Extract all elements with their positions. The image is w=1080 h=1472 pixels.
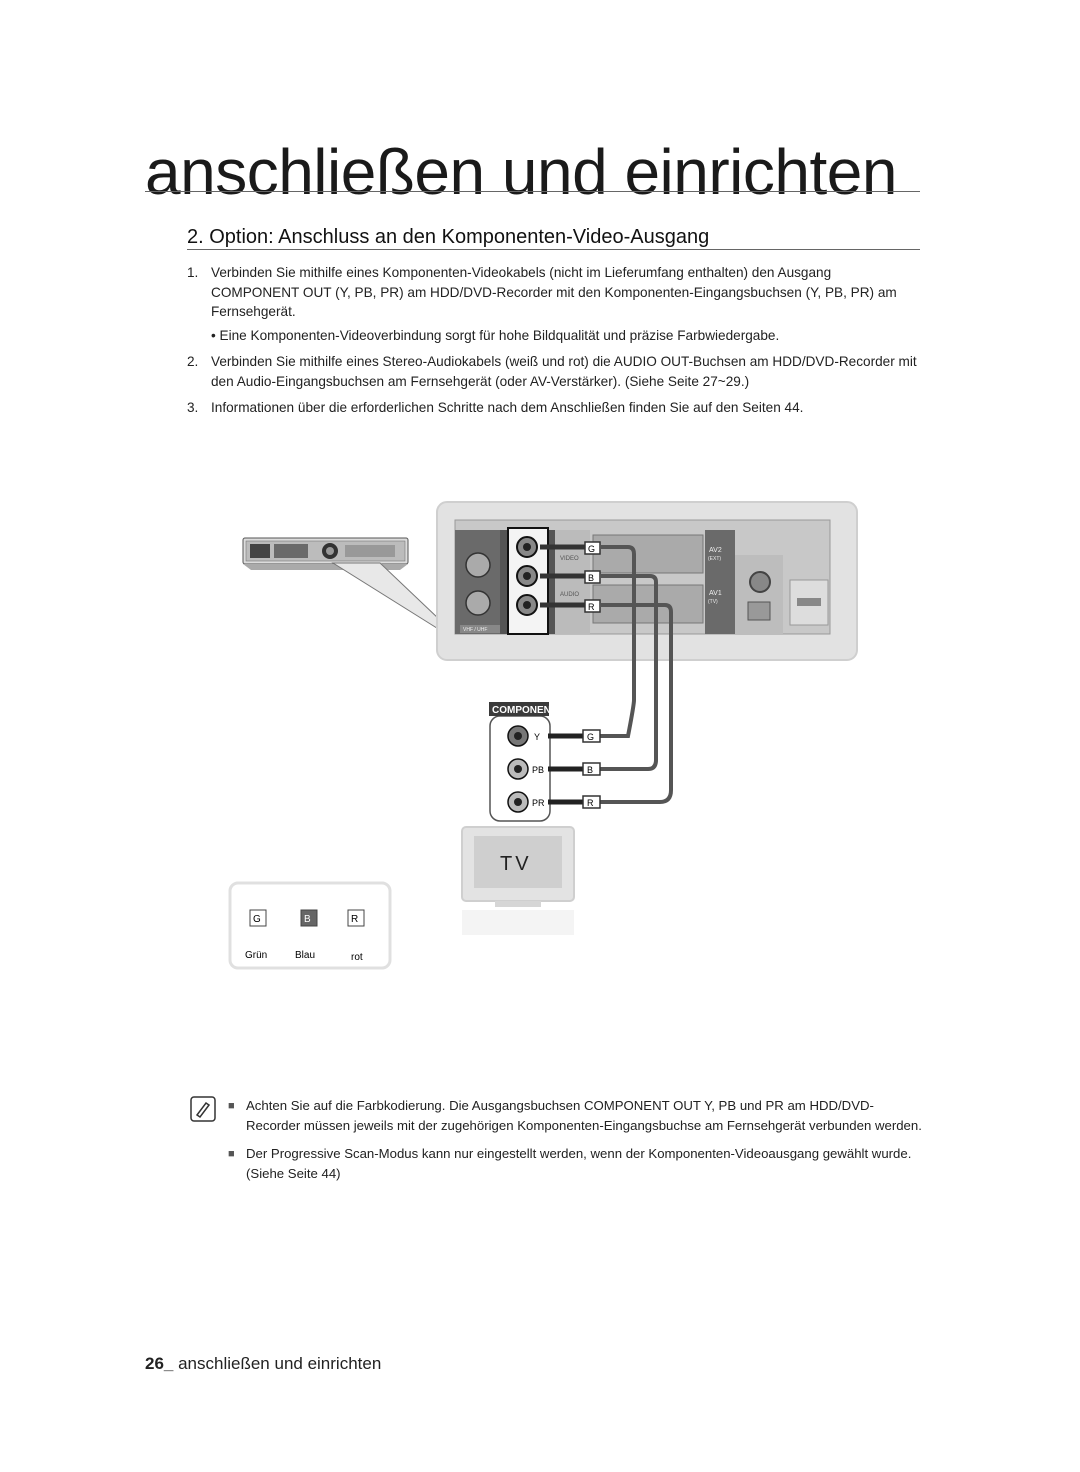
plug-g-upper: G <box>588 544 595 554</box>
plug-g-lower: G <box>587 732 594 742</box>
plug-r-upper: R <box>588 602 595 612</box>
recorder-plugs: G B R <box>540 541 601 613</box>
panel-av1-sub: (TV) <box>708 599 718 605</box>
chapter-title: anschließen und einrichten <box>145 136 897 208</box>
plug-b-upper: B <box>588 573 594 583</box>
note-text: Der Progressive Scan-Modus kann nur eing… <box>246 1146 912 1181</box>
note-item: ■ Achten Sie auf die Farbkodierung. Die … <box>228 1098 922 1133</box>
tv-illustration: TV <box>461 826 575 935</box>
jack-y-label: Y <box>534 732 540 742</box>
legend-rot: rot <box>351 952 363 963</box>
rear-panel-closeup: VIDEO AUDIO AV2 (EXT) AV1 (TV) VHF / UHF <box>436 501 858 661</box>
legend-gruen: Grün <box>245 950 267 961</box>
step-text: Verbinden Sie mithilfe eines Komponenten… <box>211 265 897 319</box>
panel-av2-sub: (EXT) <box>708 556 721 562</box>
legend-r: R <box>351 914 358 925</box>
jack-pb-label: PB <box>532 765 544 775</box>
panel-av2-label: AV2 <box>709 547 722 554</box>
legend-blau: Blau <box>295 950 315 961</box>
step-number: 2. <box>187 354 199 369</box>
page-number: 26_ <box>145 1354 174 1373</box>
panel-vhf-label: VHF / UHF <box>463 627 487 633</box>
note-pencil-icon <box>190 1096 216 1122</box>
jack-pr-label: PR <box>532 798 545 808</box>
section-title: 2. Option: Anschluss an den Komponenten-… <box>187 226 710 248</box>
page-footer: 26_ anschließen und einrichten <box>145 1354 381 1374</box>
hdd-dvd-recorder <box>242 537 409 570</box>
instruction-steps: 1. Verbinden Sie mithilfe eines Komponen… <box>187 263 922 425</box>
plug-b-lower: B <box>587 765 593 775</box>
footer-label: anschließen und einrichten <box>173 1354 382 1373</box>
step-1: 1. Verbinden Sie mithilfe eines Komponen… <box>187 263 922 322</box>
step-number: 3. <box>187 400 199 415</box>
panel-av1-label: AV1 <box>709 590 722 597</box>
section-divider <box>187 249 920 250</box>
step-number: 1. <box>187 265 199 280</box>
step-3: 3. Informationen über die erforderlichen… <box>187 398 922 418</box>
step-text: Verbinden Sie mithilfe eines Stereo-Audi… <box>211 354 917 389</box>
component-label: COMPONENT <box>492 705 557 716</box>
connection-diagram: VIDEO AUDIO AV2 (EXT) AV1 (TV) VHF / UHF… <box>228 501 858 970</box>
step-text: Informationen über die erforderlichen Sc… <box>211 400 804 415</box>
note-text: Achten Sie auf die Farbkodierung. Die Au… <box>246 1098 922 1133</box>
panel-audio-label: AUDIO <box>560 592 579 598</box>
legend-b: B <box>304 914 311 925</box>
chapter-divider <box>145 191 920 192</box>
panel-video-label: VIDEO <box>560 556 579 562</box>
color-legend: G B R Grün Blau rot <box>228 881 392 970</box>
plug-r-lower: R <box>587 798 594 808</box>
legend-g: G <box>253 914 261 925</box>
component-cables <box>600 545 673 804</box>
tv-label: TV <box>500 853 532 875</box>
note-item: ■ Der Progressive Scan-Modus kann nur ei… <box>228 1146 912 1181</box>
step-1-bullet: • Eine Komponenten-Videoverbindung sorgt… <box>211 327 780 343</box>
step-2: 2. Verbinden Sie mithilfe eines Stereo-A… <box>187 352 922 391</box>
tv-component-panel: COMPONENT Y PB PR G B R <box>489 702 601 822</box>
notes-section: ■ Achten Sie auf die Farbkodierung. Die … <box>190 1096 925 1192</box>
